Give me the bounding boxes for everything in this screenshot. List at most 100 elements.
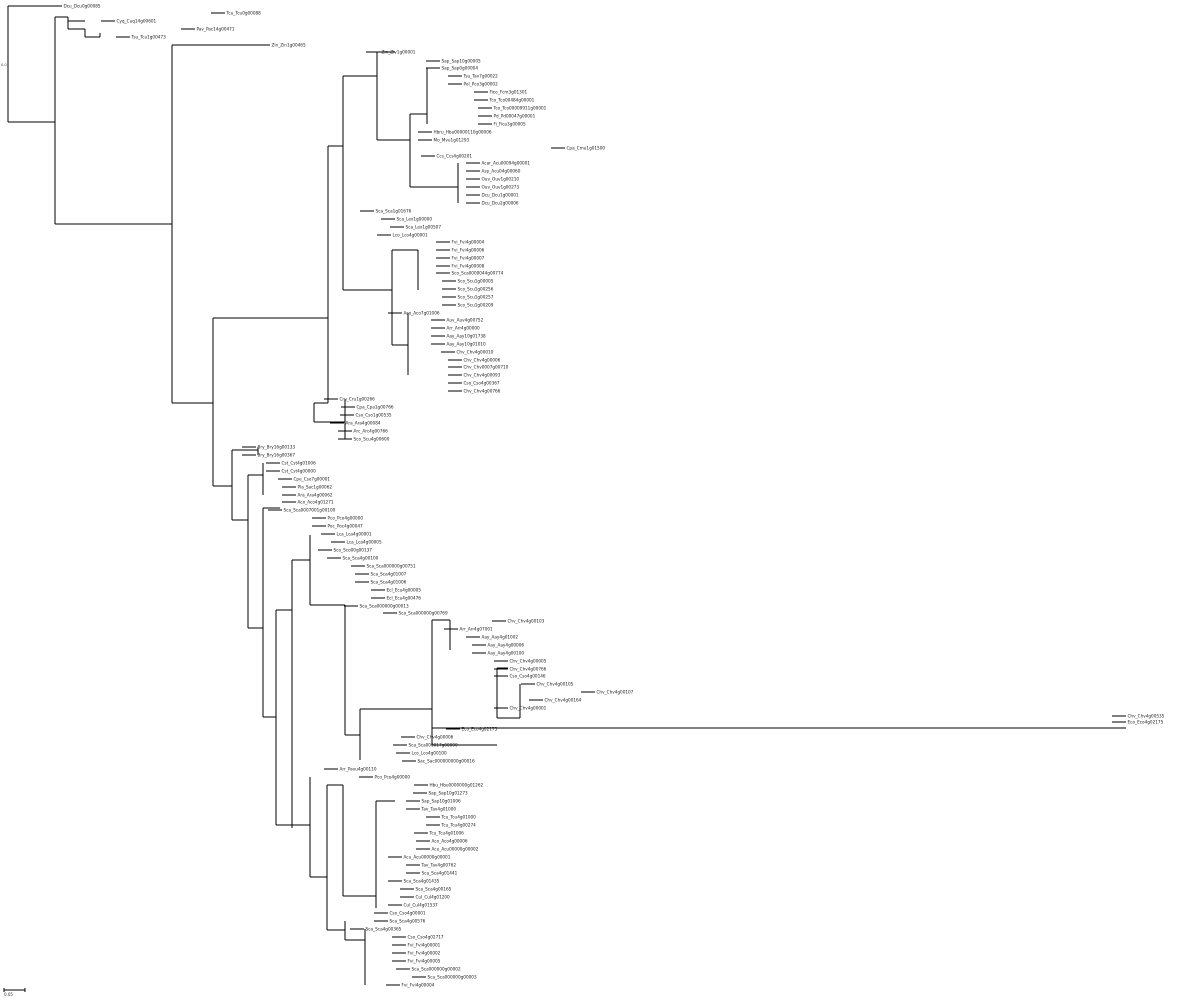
leaf-label: Sap_Sap10g00005 — [442, 58, 482, 63]
leaf-label: Fvi_Fvi4g00007 — [452, 255, 485, 260]
leaf-label: Sap_Sap0g00004 — [442, 65, 479, 70]
leaf-label: Ouv_Ouv1g00210 — [482, 176, 520, 181]
leaf-label: Sca_Sca4g00100 — [343, 555, 379, 560]
leaf-label: Tco_Tco00484g00001 — [489, 97, 535, 102]
leaf-label: Lco_Lco4g00100 — [412, 750, 447, 755]
leaf-label: Cst_Cst4g00000 — [282, 468, 317, 473]
leaf-label: Asp_Acu04g00060 — [482, 168, 521, 173]
leaf-label: Ara_Ara4g00062 — [298, 492, 333, 497]
leaf-label: Sca_Sca000000g00013 — [360, 603, 409, 608]
leaf-label: Sca_Sca4g01435 — [404, 878, 440, 883]
leaf-label: Sco_Scu4g00600 — [354, 436, 390, 441]
leaf-label: Arr_Pavu4g00110 — [340, 766, 377, 771]
leaf-label: Aco_Aco4g01271 — [298, 499, 334, 504]
leaf-label: Sca_Sca0007001g00100 — [284, 507, 336, 512]
leaf-label: Dcu_Dcu0g00085 — [64, 3, 101, 8]
leaf-label: Fvi_Fvi4g00001 — [408, 942, 441, 947]
leaf-label: Sco_Sca0000044g00774 — [452, 270, 504, 275]
leaf-label: Cso_Cso4g00367 — [464, 380, 500, 385]
leaf-label: Sco_Scu1g00256 — [458, 286, 494, 291]
leaf-label: Hbru_Hbu00000110g00006 — [434, 129, 492, 134]
leaf-label: Sap_Sap10g01006 — [422, 798, 462, 803]
leaf-label: Pol_Pco3g00002 — [464, 81, 499, 86]
leaf-label: Tco_Tco00009911g00001 — [493, 105, 547, 110]
leaf-label: Acu_Acu00000g00001 — [404, 854, 451, 859]
leaf-label: Cso_Cso1g00535 — [356, 412, 392, 417]
leaf-label: Aay_Aay4g01002 — [482, 634, 519, 639]
leaf-label: Pd_Pd00047g00001 — [494, 113, 536, 118]
leaf-label: Zin_Ziv1g00001 — [382, 49, 416, 54]
leaf-label: Chv_Chv4g00005 — [510, 658, 547, 663]
leaf-label: Acu_Acu00000g00002 — [432, 846, 479, 851]
leaf-label: Sca_Sca4g00365 — [366, 926, 402, 931]
leaf-label: Cso_Cso4g02717 — [408, 934, 444, 939]
leaf-label: Aay_Aay10g01738 — [447, 333, 487, 338]
tree-branches — [7, 5, 1126, 986]
root-support-value: 0.0 — [1, 63, 7, 67]
leaf-label: Sco_Scu1g00005 — [458, 278, 494, 283]
leaf-label: Cso_Cso4g00146 — [510, 673, 546, 678]
leaf-label: Cul_Cul4g01537 — [404, 902, 439, 907]
leaf-label: Cul_Cul4g01200 — [416, 894, 451, 899]
leaf-label: Fvi_Fvi4g00004 — [402, 982, 435, 987]
leaf-label: Chv_Chv4g00164 — [545, 697, 582, 702]
leaf-label: Bry_Bry16g00133 — [258, 444, 296, 449]
leaf-labels: Dcu_Dcu0g00085Tcu_Tcu0g00088Cyq_Cuq14g00… — [64, 3, 1165, 987]
leaf-label: Sca_Sca4g01006 — [371, 579, 407, 584]
leaf-label: Sca_Sca000000g00769 — [399, 610, 448, 615]
leaf-label: Cpa_Cpa1g00766 — [357, 404, 394, 409]
leaf-label: Sca_Sca4g01441 — [422, 870, 458, 875]
leaf-label: Sca_Sca4g01007 — [371, 571, 407, 576]
leaf-label: Sac_Sac000000000g00016 — [418, 758, 475, 763]
leaf-label: Hbu_Hbu0000000g01262 — [430, 782, 484, 787]
leaf-label: Ara_Ara4g00084 — [346, 420, 381, 425]
leaf-label: Poc_Poc4g00047 — [328, 523, 364, 528]
leaf-label: Pco_Pco4g00000 — [375, 774, 411, 779]
leaf-label: Aco_Aco7g01006 — [404, 310, 440, 315]
leaf-label: Aay_Aay4g00100 — [488, 650, 525, 655]
leaf-label: Sca_Sca000017g00000 — [409, 742, 458, 747]
leaf-label: Bry_Bry16g00367 — [258, 452, 296, 457]
leaf-label: Aco_Aco4g00006 — [432, 838, 468, 843]
scale-bar: 0.05 — [3, 988, 26, 997]
leaf-label: Dcu_Dcu1g00001 — [482, 192, 519, 197]
leaf-label: Pav_Pac14g00471 — [197, 26, 235, 31]
leaf-label: Sco_Sco00g00137 — [334, 547, 373, 552]
leaf-label: Arc_Arc4g00766 — [354, 428, 389, 433]
leaf-label: Mo_Mvu1g01293 — [434, 137, 470, 142]
leaf-label: Lco_Lco4g00001 — [393, 232, 428, 237]
leaf-label: Fvi_Fvi4g00005 — [408, 958, 441, 963]
leaf-label: Tav_Tav4g00762 — [421, 862, 457, 867]
leaf-label: Chv_Chv4g00006 — [417, 734, 454, 739]
leaf-label: Aay_Aay10g01010 — [447, 341, 487, 346]
leaf-label: Sca_Lex1g00000 — [397, 216, 433, 221]
leaf-label: Sca_Sca000000g00751 — [367, 563, 416, 568]
leaf-label: Ccs_Ccs4g00201 — [437, 153, 473, 158]
leaf-label: Chv_Chv4g00105 — [537, 681, 574, 686]
leaf-label: Chv_Chv4g00535 — [1128, 713, 1165, 718]
leaf-label: Chv_Chv4g00001 — [510, 705, 547, 710]
leaf-label: Cpa_Cmu1g01500 — [567, 145, 606, 150]
leaf-label: Fi_Fica3g00005 — [494, 121, 526, 126]
leaf-label: Tav_Tav4g01000 — [421, 806, 457, 811]
leaf-label: Cyq_Cuq14g00601 — [117, 18, 157, 23]
leaf-label: Auv_Auv4g00752 — [447, 317, 484, 322]
leaf-label: Arr_Arr4g07001 — [460, 626, 494, 631]
leaf-label: Chv_Chv4g00103 — [508, 618, 545, 623]
leaf-label: Pco_Pco4g00000 — [328, 515, 364, 520]
leaf-label: Ouv_Ouv1g00273 — [482, 184, 520, 189]
leaf-label: Sca_Sca1g01676 — [376, 208, 412, 213]
leaf-label: Lca_Lca4g00005 — [347, 539, 382, 544]
leaf-label: Ecl_Ecu4g00476 — [387, 595, 422, 600]
leaf-label: Sap_Sap10g01273 — [429, 790, 469, 795]
leaf-label: Cru_Cru1g00266 — [340, 396, 376, 401]
leaf-label: Chv_Chv4g00766 — [464, 388, 501, 393]
leaf-label: Cso_Cso4g00001 — [390, 910, 426, 915]
leaf-label: Ecl_Ecu4g00005 — [387, 587, 422, 592]
leaf-label: Eco_Eco4g02175 — [1128, 719, 1164, 724]
leaf-label: Eco_Eco4g02175 — [462, 726, 498, 731]
leaf-label: Fico_Fcm3g01301 — [490, 89, 528, 94]
leaf-label: Tcu_Tcu4g00274 — [441, 822, 477, 827]
leaf-label: Fvi_Fvi4g00006 — [452, 247, 485, 252]
